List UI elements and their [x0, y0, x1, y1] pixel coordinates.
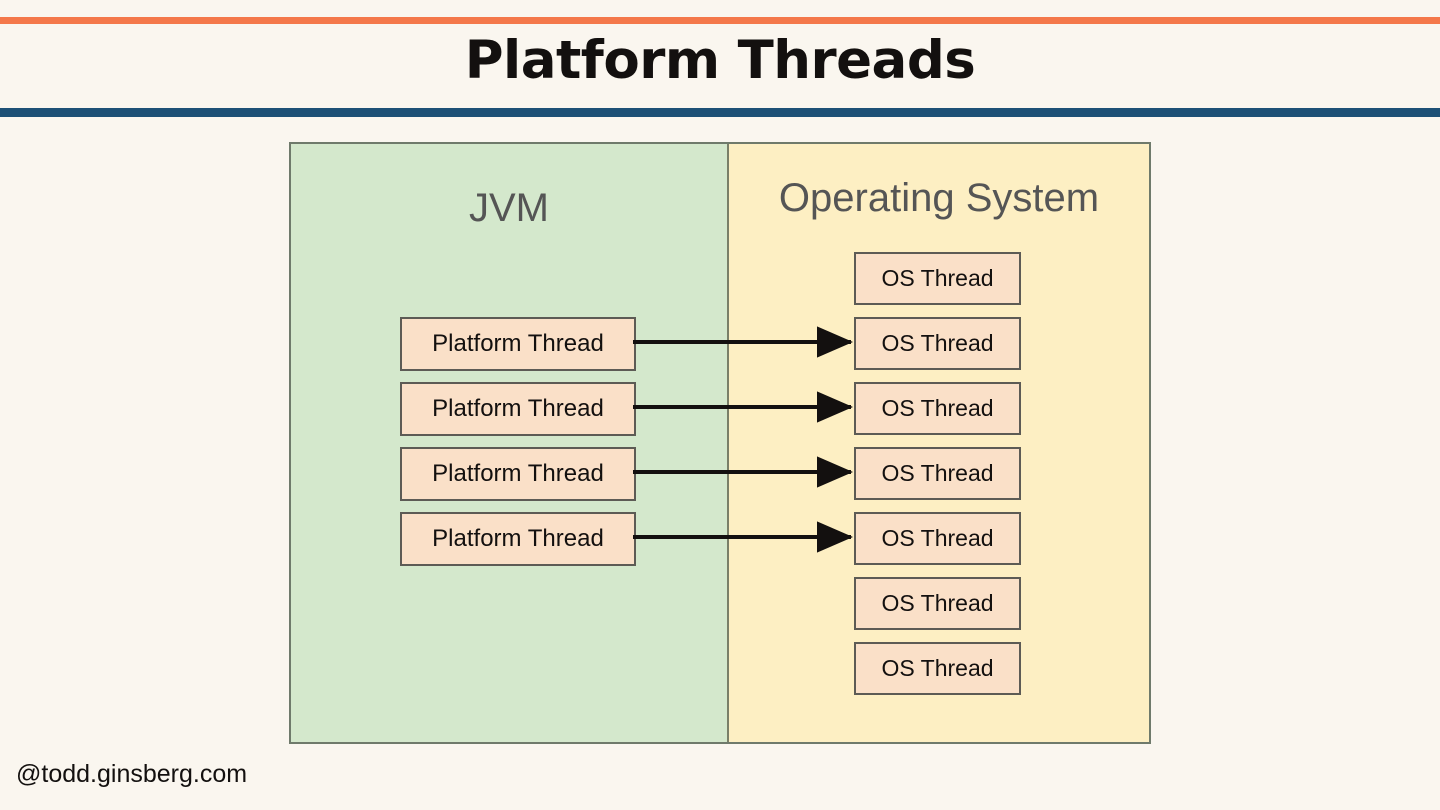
platform-thread-box-4[interactable]: Platform Thread — [400, 512, 636, 566]
footer-handle: @todd.ginsberg.com — [16, 760, 248, 788]
os-thread-box-3[interactable]: OS Thread — [854, 382, 1021, 435]
os-thread-box-1[interactable]: OS Thread — [854, 252, 1021, 305]
platform-thread-box-3[interactable]: Platform Thread — [400, 447, 636, 501]
os-thread-box-7[interactable]: OS Thread — [854, 642, 1021, 695]
os-thread-box-4[interactable]: OS Thread — [854, 447, 1021, 500]
os-thread-box-5[interactable]: OS Thread — [854, 512, 1021, 565]
jvm-pane-title: JVM — [469, 186, 549, 230]
title-underline-rule — [0, 108, 1440, 117]
platform-thread-box-2[interactable]: Platform Thread — [400, 382, 636, 436]
os-thread-box-2[interactable]: OS Thread — [854, 317, 1021, 370]
operating-system-pane-title: Operating System — [778, 176, 1100, 220]
os-thread-box-6[interactable]: OS Thread — [854, 577, 1021, 630]
top-accent-rule — [0, 17, 1440, 24]
jvm-pane: JVM Platform Thread Platform Thread Plat… — [291, 144, 729, 742]
platform-thread-box-1[interactable]: Platform Thread — [400, 317, 636, 371]
thread-mapping-diagram: JVM Platform Thread Platform Thread Plat… — [289, 142, 1151, 744]
operating-system-pane: Operating System OS Thread OS Thread OS … — [729, 144, 1149, 742]
slide-title: Platform Threads — [464, 30, 976, 91]
